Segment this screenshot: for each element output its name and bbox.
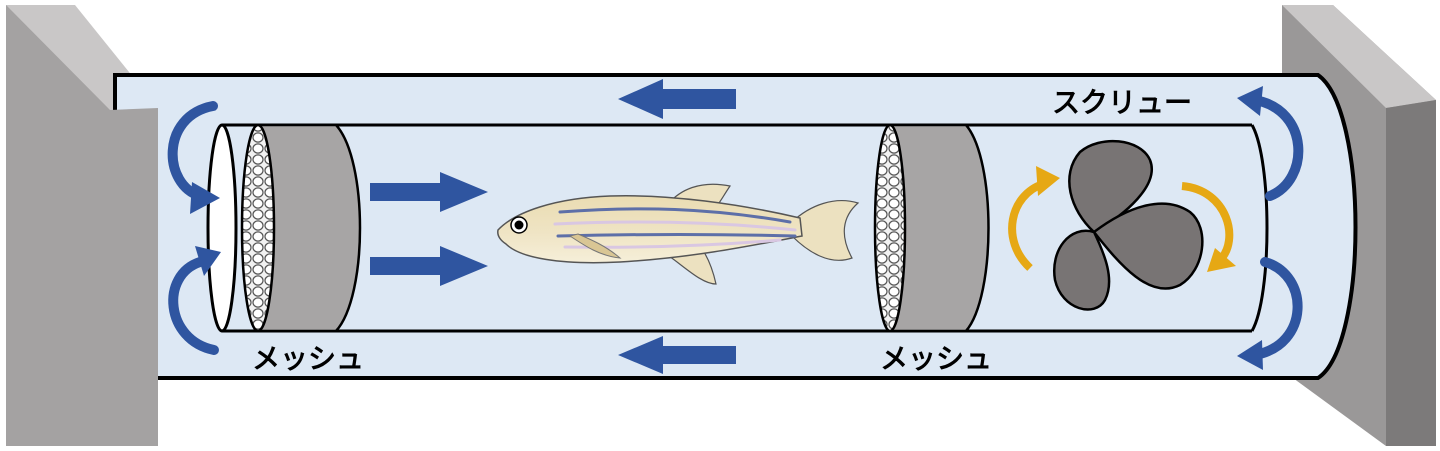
- flow-arrows: [370, 79, 736, 374]
- propeller-blade-right: [1092, 202, 1204, 290]
- right-wall-face: [1386, 100, 1436, 446]
- flow-arrow-top-left: [618, 79, 736, 119]
- propeller: [1052, 139, 1204, 311]
- flow-arrow-inner-upper: [370, 172, 488, 212]
- label-screw: スクリュー: [1052, 86, 1192, 119]
- flow-arrow-bottom-left: [618, 336, 736, 374]
- mesh-left: [240, 123, 362, 333]
- right-wall-top: [1282, 5, 1436, 108]
- mesh-right: [873, 123, 990, 333]
- curved-flow-arrows: [167, 86, 1304, 370]
- fish-pupil: [514, 220, 524, 230]
- flow-arrow-inner-lower: [370, 246, 488, 286]
- mesh-left-holes: [240, 123, 276, 333]
- propeller-blade-bottom: [1052, 229, 1111, 311]
- label-mesh-left: メッシュ: [252, 342, 364, 375]
- rotation-arrow-right: [1181, 182, 1236, 272]
- zebrafish: [497, 183, 860, 285]
- rotation-arrow-left: [1008, 166, 1060, 271]
- mesh-right-holes: [873, 123, 907, 333]
- fish-stripes: [553, 207, 797, 249]
- inner-tube: [206, 123, 1269, 333]
- rotation-arrows: [1008, 166, 1236, 272]
- curved-arrow-right-upper: [1237, 86, 1304, 201]
- left-wall-face: [6, 5, 110, 446]
- curved-arrow-right-lower: [1237, 257, 1303, 370]
- fish-pectoral-fin: [568, 233, 622, 259]
- curved-arrow-left-lower: [168, 246, 221, 355]
- inner-tube-inlet: [206, 123, 238, 333]
- curved-arrow-left-upper: [167, 101, 220, 214]
- label-mesh-right: メッシュ: [880, 342, 992, 375]
- left-wall-overlap: [110, 108, 158, 446]
- fish-tail: [791, 200, 860, 261]
- propeller-blade-top: [1068, 139, 1153, 234]
